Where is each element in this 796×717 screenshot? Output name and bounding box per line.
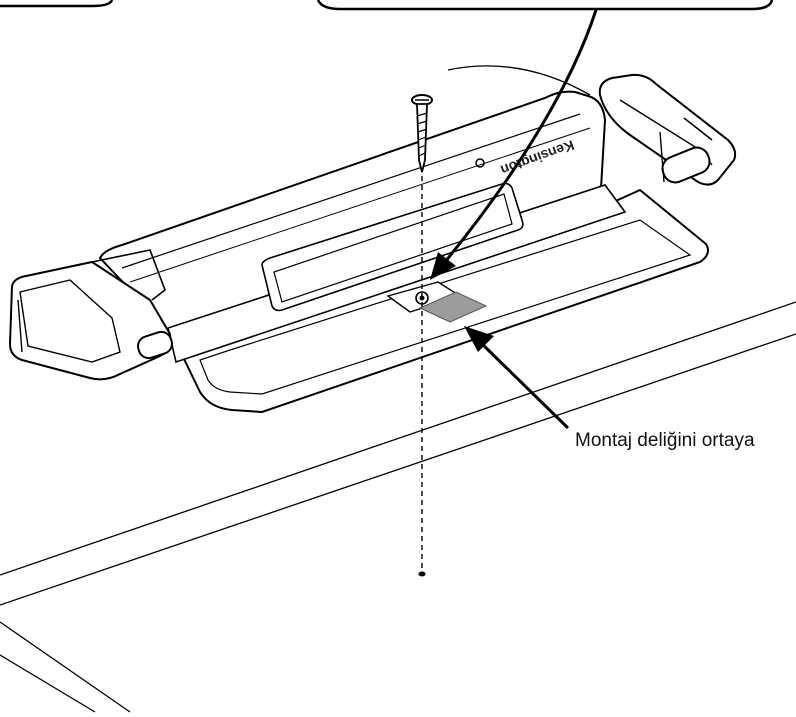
mounting-hole-label: Montaj deliğini ortaya: [575, 430, 755, 451]
slot-outer: [261, 182, 524, 312]
cable: [447, 65, 591, 96]
slot-inner: [273, 193, 513, 303]
callout-box-left: [0, 0, 114, 8]
left-end-cap: [8, 249, 173, 381]
mounting-sticker: [418, 291, 488, 323]
right-end-cap: [598, 73, 737, 186]
desk-hole: [418, 571, 426, 577]
body-edge-line-2: [129, 127, 591, 283]
callout-box-right: [316, 0, 774, 11]
body-edge-line: [121, 113, 581, 269]
base-recess: [199, 219, 692, 395]
screw-icon: [411, 94, 433, 173]
arrow-top-callout: [430, 9, 598, 280]
brand-logo-icon: [475, 158, 485, 168]
arrow-mounting-hole: [464, 326, 570, 430]
dock-top: [98, 90, 607, 334]
desk-surface: [0, 301, 796, 713]
